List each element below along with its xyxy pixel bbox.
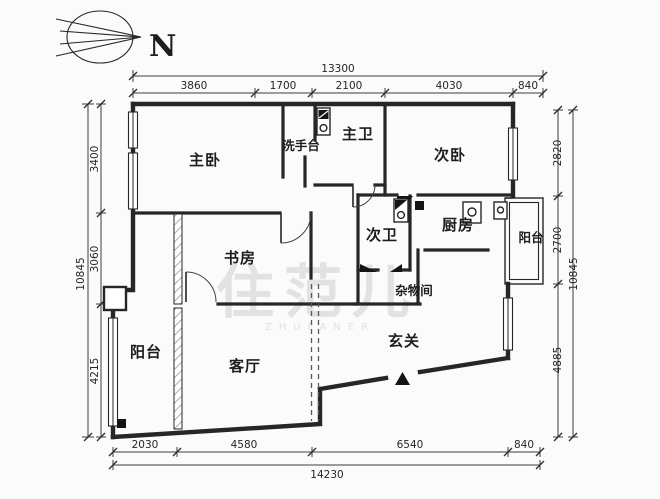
room-label-storage: 杂物间 [395, 283, 433, 298]
water-heater [493, 201, 508, 220]
entrance-door-arrow [395, 372, 410, 385]
hatched-wall-balcony [173, 307, 183, 430]
room-label-entrance: 玄关 [388, 332, 420, 350]
dim-left-total: 10845 [75, 257, 87, 290]
dim-right-seg-0: 2820 [552, 140, 564, 167]
dim-right-seg-2: 4885 [552, 347, 564, 374]
room-label-master-bedroom: 主卧 [189, 151, 221, 169]
dim-left-seg-1: 3060 [89, 246, 101, 273]
balcony-right-walls [504, 197, 544, 285]
fixtures [102, 107, 508, 428]
room-label-study: 书房 [224, 249, 256, 267]
room-label-living-room: 客厅 [228, 357, 261, 375]
dim-left-seg-2: 4215 [89, 358, 101, 385]
dim-top-seg-2: 2100 [336, 80, 363, 92]
dashed-lines [310, 284, 320, 421]
kitchen-sink [462, 201, 482, 224]
dim-right-total: 10845 [568, 257, 580, 290]
room-label-kitchen: 厨房 [442, 216, 474, 234]
dim-top-seg-0: 3860 [181, 80, 208, 92]
north-compass: N [55, 10, 176, 64]
dim-left-seg-0: 3400 [89, 146, 101, 173]
room-label-washstand: 洗手台 [282, 138, 320, 153]
room-label-balcony-right: 阳台 [518, 230, 543, 245]
hatched-wall-study [173, 213, 183, 305]
dim-bottom-seg-1: 4580 [231, 439, 258, 451]
dim-bottom-seg-2: 6540 [397, 439, 424, 451]
dim-top-seg-3: 4030 [436, 80, 463, 92]
door-second-bathroom-leaf-2 [390, 264, 402, 272]
dim-bottom-seg-0: 2030 [132, 439, 159, 451]
room-labels: 主卧 洗手台 主卫 次卧 书房 次卫 厨房 阳台 杂物间 玄关 客厅 阳台 [130, 125, 544, 375]
north-label: N [149, 29, 176, 64]
stove-corner [415, 201, 424, 210]
room-label-second-bedroom: 次卧 [434, 146, 466, 164]
toilet-second-bathroom [393, 198, 409, 223]
windows [107, 111, 519, 427]
dim-top-total: 13300 [321, 63, 354, 75]
pillar [102, 285, 128, 312]
compass-arrow [55, 18, 142, 57]
interior-walls [131, 102, 515, 306]
dim-bottom-total: 14230 [310, 469, 343, 481]
room-label-master-bathroom: 主卫 [342, 125, 374, 143]
compass-circle [66, 10, 134, 64]
dimension-lines: 13300 3860 1700 2100 4030 840 10845 3400… [75, 63, 580, 481]
balcony-column [117, 419, 126, 428]
dim-top-seg-4: 840 [518, 80, 538, 92]
dim-bottom-seg-3: 840 [514, 439, 534, 451]
room-label-second-bathroom: 次卫 [366, 226, 398, 244]
door-second-bathroom-leaf-1 [360, 264, 377, 272]
toilet-master-bathroom [316, 107, 331, 136]
watermark-subtext: ZHUFANER [265, 322, 375, 333]
dim-top-seg-1: 1700 [270, 80, 297, 92]
hatched-walls [173, 213, 183, 430]
room-label-balcony-left: 阳台 [130, 343, 162, 361]
dim-right-seg-1: 2700 [552, 227, 564, 254]
